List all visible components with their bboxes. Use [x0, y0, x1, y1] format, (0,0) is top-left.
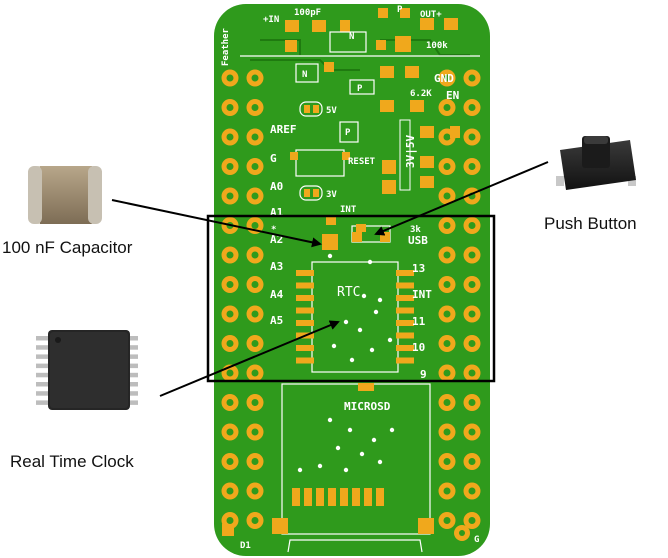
left-pin-label: AREF — [270, 123, 297, 136]
callout-capacitor: 100 nF Capacitor — [2, 238, 133, 257]
left-pin-label: A0 — [270, 180, 283, 193]
capacitor-pad — [322, 234, 338, 250]
label-reset: RESET — [348, 157, 376, 167]
arrow-button — [374, 161, 549, 236]
label-6-2k: 6.2K — [410, 89, 432, 99]
right-pin-label: INT — [412, 288, 432, 301]
callout-rtc: Real Time Clock — [10, 452, 134, 471]
star-marker: * — [271, 225, 276, 235]
vias — [297, 253, 395, 473]
right-header-pads — [463, 69, 481, 529]
label-rtc: RTC — [337, 285, 360, 300]
left-pin-label: A5 — [270, 314, 283, 327]
right-pin-label: EN — [446, 89, 459, 102]
rtc-footprint — [311, 261, 399, 373]
marker-n2: N — [302, 70, 307, 80]
label-3k: 3k — [410, 225, 421, 235]
left-pin-label: A4 — [270, 288, 284, 301]
label-100pf: 100pF — [294, 8, 321, 18]
push-button-icon — [556, 136, 636, 190]
left-pin-label: A3 — [270, 260, 283, 273]
feather-pcb: +IN 100pF OUT+ 100k 6.2K Feather N N P P… — [214, 4, 490, 556]
label-int-top: INT — [340, 205, 357, 215]
microsd-outline — [281, 383, 431, 535]
arrow-capacitor — [111, 199, 322, 248]
right-pin-label: 9 — [420, 368, 427, 381]
marker-p3: P — [397, 5, 403, 15]
label-microsd: MICROSD — [344, 400, 391, 413]
label-5v: 5V — [326, 106, 337, 116]
arrow-rtc — [159, 320, 340, 397]
label-plus-in: +IN — [263, 15, 279, 25]
label-g-corner: G — [474, 535, 479, 545]
capacitor-icon — [28, 166, 102, 224]
label-3v: 3V — [326, 190, 337, 200]
right-pin-label: 11 — [412, 315, 426, 328]
right-pin-label: 13 — [412, 262, 425, 275]
marker-p2: P — [345, 128, 351, 138]
label-out-plus: OUT+ — [420, 10, 442, 20]
marker-p1: P — [357, 84, 363, 94]
label-feather: Feather — [221, 27, 231, 66]
right-pin-label: 10 — [412, 341, 425, 354]
label-100k: 100k — [426, 41, 448, 51]
left-header-pads — [221, 69, 239, 529]
right-pin-label: USB — [408, 234, 428, 247]
pcb-body — [214, 4, 490, 556]
right-pin-label: GND — [434, 72, 454, 85]
callout-button: Push Button — [544, 214, 637, 233]
left-pin-label: G — [270, 152, 277, 165]
highlight-box — [206, 214, 496, 383]
label-3v-5v: 3V|5V — [404, 135, 417, 168]
left-header-pads-inner — [246, 69, 264, 529]
rtc-chip-icon — [36, 330, 138, 410]
microsd-pads — [292, 488, 384, 506]
marker-n1: N — [349, 32, 354, 42]
label-d1: D1 — [240, 541, 251, 551]
